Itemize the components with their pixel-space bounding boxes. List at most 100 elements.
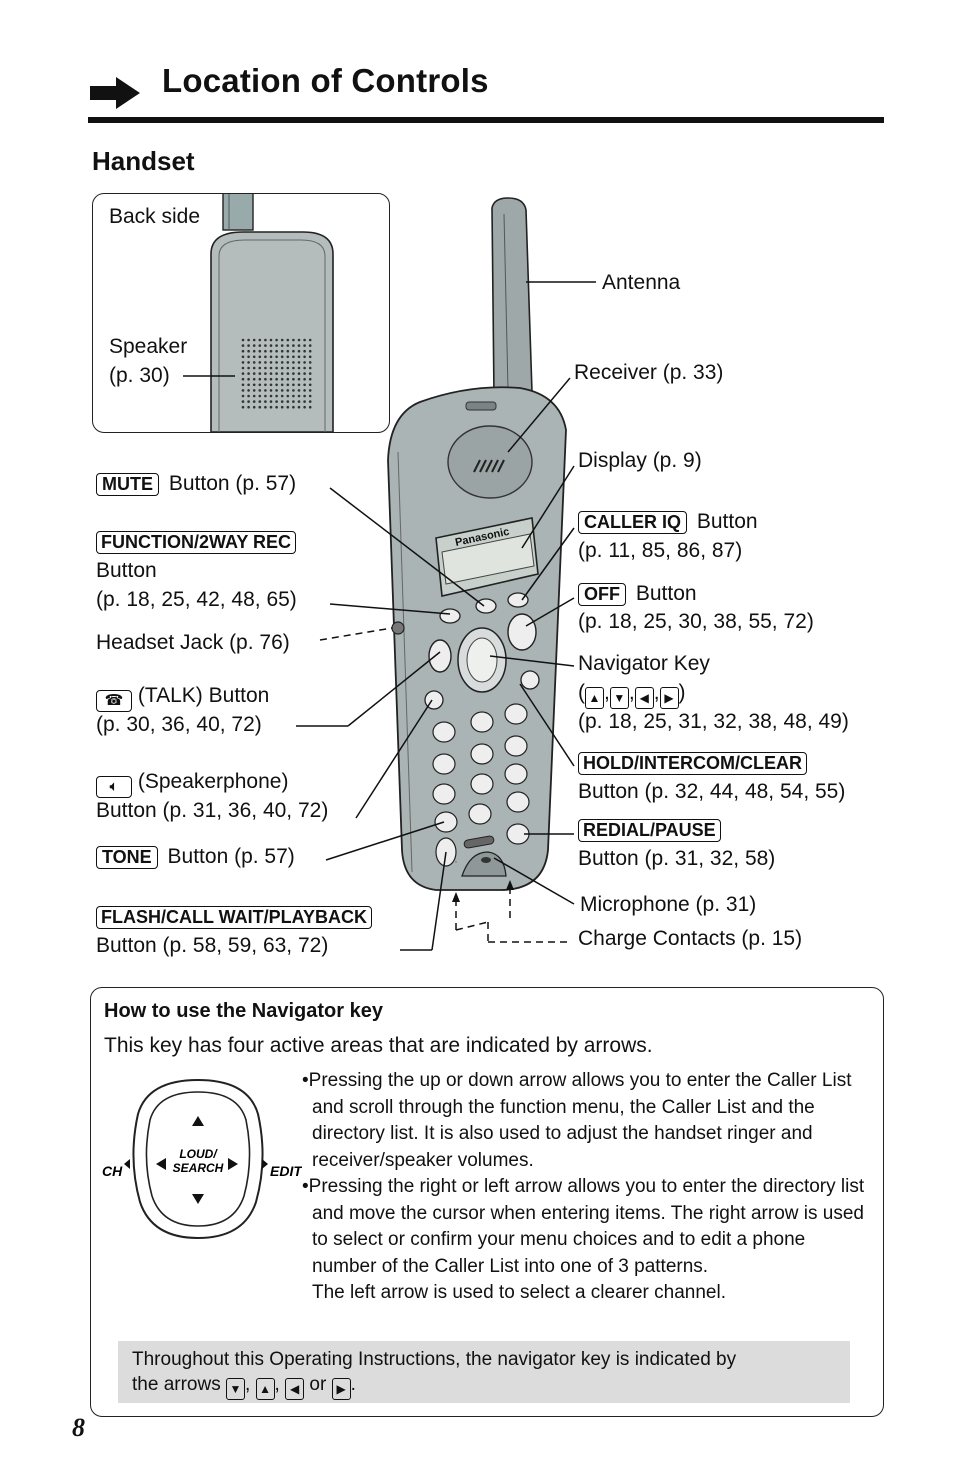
- speaker-label: Speaker: [109, 335, 188, 358]
- speaker-grille-dot: [280, 338, 284, 342]
- receiver-label: Receiver (p. 33): [574, 361, 724, 384]
- speaker-grille-dot: [264, 383, 267, 387]
- speaker-grille-dot: [252, 361, 256, 364]
- function-key: FUNCTION/2WAY REC: [96, 531, 297, 554]
- speaker-grille-dot: [264, 338, 267, 342]
- navigator-instructions: •Pressing the up or down arrow allows yo…: [302, 1068, 872, 1307]
- speaker-grille-dot: [269, 389, 273, 392]
- speaker-grille-dot: [292, 355, 295, 359]
- speaker-grille-dot: [286, 394, 290, 398]
- talk-pages: (p. 30, 36, 40, 72): [96, 713, 262, 736]
- headset-jack-label: Headset Jack (p. 76): [96, 631, 290, 654]
- speaker-grille-dot: [308, 349, 312, 353]
- speaker-grille-dot: [292, 338, 295, 342]
- speaker-grille-dot: [297, 366, 301, 370]
- speaker-grille-dot: [286, 377, 290, 381]
- speaker-grille-dot: [258, 400, 262, 403]
- speaker-grille-dot: [258, 344, 262, 347]
- speaker-grille-dot: [269, 366, 273, 370]
- microphone-label: Microphone (p. 31): [580, 893, 757, 916]
- speaker-grille-dot: [264, 344, 267, 347]
- speaker-grille-dot: [258, 389, 262, 392]
- speaker-grille-dot: [280, 394, 284, 398]
- speaker-grille-dot: [269, 405, 273, 409]
- function-pages: (p. 18, 25, 42, 48, 65): [96, 588, 297, 611]
- hold-label: HOLD/INTERCOM/CLEAR: [578, 748, 811, 777]
- speaker-grille-dot: [308, 383, 312, 387]
- speaker-grille-dot: [286, 389, 290, 392]
- speaker-grille-dot: [264, 405, 267, 409]
- speaker-grille-dot: [303, 394, 306, 398]
- speaker-grille-dot: [308, 366, 312, 370]
- speaker-grille-dot: [264, 349, 267, 353]
- speaker-grille-dot: [247, 405, 250, 409]
- nav-down-arrow-icon: [192, 1194, 204, 1204]
- talk-icon: ☎: [96, 690, 132, 712]
- flash-label: FLASH/CALL WAIT/PLAYBACK: [96, 902, 376, 931]
- speaker-grille-dot: [252, 366, 256, 370]
- caller-iq-pages: (p. 11, 85, 86, 87): [578, 539, 743, 562]
- speaker-grille-dot: [303, 338, 306, 342]
- speaker-grille-dot: [269, 394, 273, 398]
- speaker-grille-dot: [247, 383, 250, 387]
- speaker-grille-dot: [286, 344, 290, 347]
- speaker-grille-dot: [258, 361, 262, 364]
- speaker-grille-dot: [264, 400, 267, 403]
- handset-back-illustration: [183, 194, 334, 432]
- speaker-grille-dot: [241, 394, 245, 398]
- speaker-grille-dot: [247, 355, 250, 359]
- speaker-grille-dot: [292, 361, 295, 364]
- speaker-grille-dot: [241, 355, 245, 359]
- speaker-grille-dot: [241, 349, 245, 353]
- speaker-grille-dot: [308, 405, 312, 409]
- note-left-arrow-icon: ◀: [285, 1378, 305, 1400]
- page-number: 8: [72, 1413, 85, 1442]
- speaker-grille-dot: [297, 372, 301, 375]
- speaker-grille-dot: [252, 372, 256, 375]
- section-title: Handset: [92, 146, 195, 176]
- speaker-grille-dot: [275, 338, 278, 342]
- speaker-grille-dot: [241, 361, 245, 364]
- speaker-grille-dot: [308, 389, 312, 392]
- speaker-grille-dot: [275, 383, 278, 387]
- speaker-grille-dot: [247, 361, 250, 364]
- speaker-grille-dot: [275, 377, 278, 381]
- speaker-grille-dot: [297, 361, 301, 364]
- mute-label: MUTE Button (p. 57): [96, 469, 296, 498]
- section-arrow-icon: [90, 77, 140, 109]
- speaker-grille-dot: [258, 394, 262, 398]
- speaker-grille-dot: [286, 355, 290, 359]
- speaker-grille-dot: [241, 400, 245, 403]
- speaker-grille-dot: [303, 377, 306, 381]
- note-up-arrow-icon: ▲: [255, 1378, 275, 1400]
- speaker-grille-dot: [297, 394, 301, 398]
- speaker-grille-dot: [292, 372, 295, 375]
- speaker-grille-dot: [252, 394, 256, 398]
- speaker-grille-dot: [275, 400, 278, 403]
- navigator-key-diagram: LOUD/ SEARCH CH EDIT: [102, 1078, 302, 1240]
- speaker-grille-dot: [275, 372, 278, 375]
- speakerphone-label: 🔈︎ (Speakerphone): [96, 767, 288, 798]
- instruction-bullet-1: •Pressing the up or down arrow allows yo…: [302, 1070, 852, 1171]
- speaker-grille-dot: [264, 389, 267, 392]
- nav-up-arrow-icon: [192, 1116, 204, 1126]
- speaker-grille-dot: [269, 361, 273, 364]
- speaker-grille-dot: [241, 383, 245, 387]
- speaker-grille-dot: [247, 377, 250, 381]
- speakerphone-pages: Button (p. 31, 36, 40, 72): [96, 799, 329, 822]
- speaker-grille-dot: [303, 349, 306, 353]
- left-arrow-icon: ◀: [634, 687, 654, 709]
- display-label: Display (p. 9): [578, 449, 702, 472]
- note-down-arrow-icon: ▼: [225, 1378, 245, 1400]
- navigator-note: Throughout this Operating Instructions, …: [118, 1341, 850, 1403]
- speaker-grille-dot: [308, 372, 312, 375]
- speaker-grille-dot: [258, 355, 262, 359]
- speaker-grille-dot: [280, 389, 284, 392]
- back-side-inset: Back side Speaker (p. 30): [92, 193, 390, 433]
- speaker-grille-dot: [275, 361, 278, 364]
- speaker-grille-dot: [269, 355, 273, 359]
- right-arrow-icon: ▶: [659, 687, 679, 709]
- speakerphone-icon: 🔈︎: [96, 776, 132, 798]
- speaker-grille-dot: [303, 372, 306, 375]
- handset-illustration: Panasonic: [296, 197, 596, 951]
